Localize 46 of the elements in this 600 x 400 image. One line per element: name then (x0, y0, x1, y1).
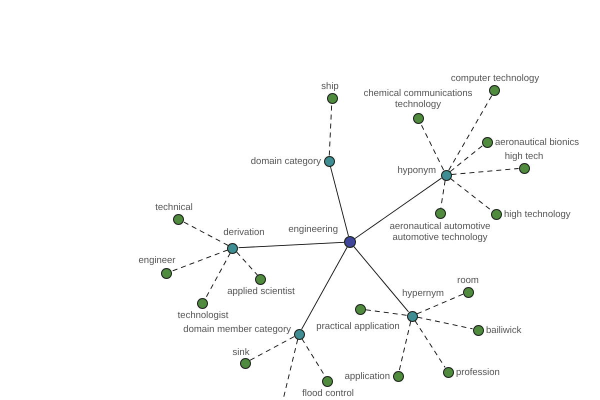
connector-line (440, 180, 446, 208)
node-label: bailiwick (486, 324, 522, 336)
connector-line (416, 294, 464, 314)
node-label: hyponym (397, 164, 436, 176)
connector-line (205, 252, 231, 299)
node-label: sink (232, 346, 250, 358)
node-label: ship (321, 80, 339, 92)
node-label: application (344, 370, 390, 382)
connector-line (414, 320, 446, 368)
connector-line (238, 242, 344, 248)
connector-line (301, 246, 348, 330)
connector-line (398, 320, 412, 372)
node-label: applied scientist (227, 286, 295, 296)
node-label: computer technology (450, 72, 540, 84)
node-label: room (457, 274, 479, 286)
connector-line (182, 221, 229, 246)
node-label: engineering (288, 224, 338, 234)
connector-line (451, 168, 519, 175)
node-label: derivation (223, 226, 265, 238)
connector-line (353, 246, 409, 312)
node-label: high tech (504, 150, 544, 162)
connector-line (365, 309, 407, 316)
connector-line (448, 94, 493, 171)
connector-line (354, 178, 442, 240)
node-label: practical application (316, 320, 400, 332)
node-label: profession (456, 366, 500, 378)
node-label: domain member category (183, 324, 291, 334)
node-label: aeronautical bionics (495, 136, 579, 148)
node-label: technologist (178, 310, 228, 320)
node-label: domain category (250, 156, 321, 166)
connector-line (172, 250, 228, 272)
connector-line (450, 178, 492, 212)
node-label: aeronautical automotive automotive technology (388, 221, 492, 243)
connector-line (450, 145, 484, 172)
node-label: engineer (138, 254, 176, 266)
node-label: flood control (302, 388, 354, 398)
node-label: technical (155, 202, 193, 212)
connector-line (328, 103, 332, 156)
node-label: high technology (504, 208, 571, 220)
node-label: hypernym (402, 288, 444, 298)
connector-line (416, 316, 474, 330)
connector-line (249, 336, 295, 361)
connector-line (420, 122, 444, 171)
connector-line (330, 166, 349, 237)
connector-line (236, 252, 258, 276)
node-label: chemical communications technology (362, 88, 474, 110)
